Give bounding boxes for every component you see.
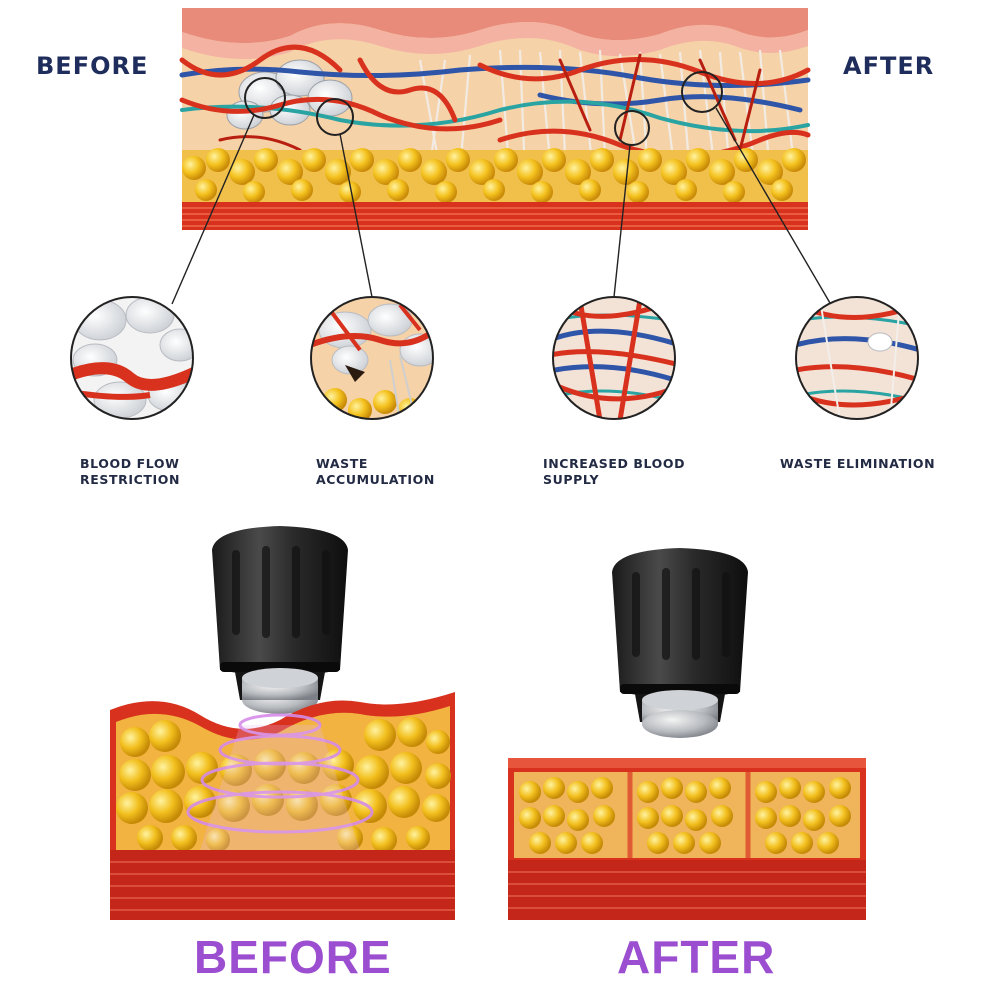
device-before-after-illustration	[110, 526, 866, 920]
caption-increased-blood-supply: INCREASED BLOOD SUPPLY	[543, 456, 686, 487]
caption-waste-elimination: WASTE ELIMINATION	[780, 456, 936, 471]
device-head-before	[212, 526, 348, 714]
caption-waste-accumulation: WASTE ACCUMULATION	[316, 456, 435, 487]
detail-circle-waste-accumulation	[310, 296, 434, 420]
tissue-block-after	[508, 758, 866, 920]
after-label-bottom: AFTER	[617, 931, 776, 983]
caption-blood-flow-restriction: BLOOD FLOW RESTRICTION	[80, 456, 181, 487]
before-heading-top: BEFORE	[36, 52, 149, 80]
device-head-after	[612, 548, 748, 738]
before-label-bottom: BEFORE	[194, 931, 392, 983]
skin-cross-section-illustration	[70, 8, 919, 420]
detail-circle-blood-flow-restriction	[70, 296, 194, 420]
detail-circle-waste-elimination	[795, 296, 919, 420]
after-heading-top: AFTER	[843, 52, 935, 80]
detail-circle-increased-blood-supply	[552, 296, 676, 420]
tissue-block-before	[110, 692, 455, 920]
